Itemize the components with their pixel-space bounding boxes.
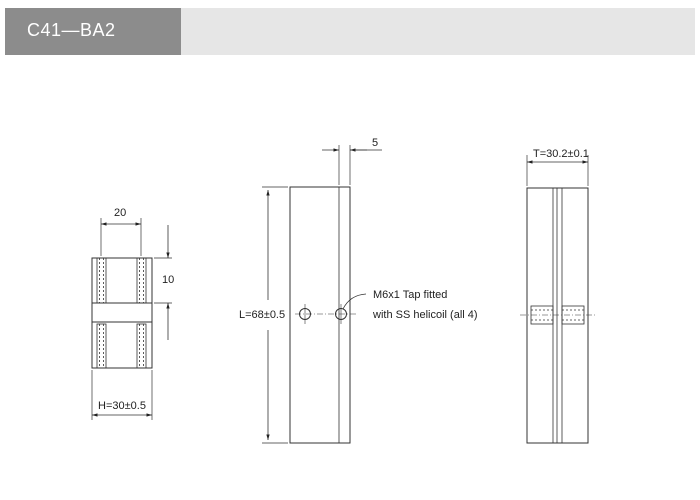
front-lower-block (91, 321, 153, 369)
end-view (520, 155, 596, 444)
front-upper-right-hole (136, 257, 147, 304)
front-upper-left-hole (96, 257, 107, 304)
front-view (91, 218, 172, 420)
title-tab: C41—BA2 (5, 8, 181, 55)
side-offset-label: 5 (372, 137, 378, 149)
callout-leader (342, 293, 367, 310)
end-block (526, 187, 589, 444)
front-bottom-width-label: H=30±0.5 (98, 400, 146, 412)
callout-line-2: with SS helicoil (all 4) (372, 309, 478, 321)
front-upper-block (91, 257, 153, 304)
front-lower-right-hole (136, 323, 147, 369)
end-thickness-label: T=30.2±0.1 (533, 148, 589, 160)
side-view (262, 145, 382, 444)
side-length-label: L=68±0.5 (239, 309, 285, 321)
side-block (289, 186, 351, 444)
front-top-width-label: 20 (114, 207, 126, 219)
front-side-height-label: 10 (162, 274, 174, 286)
part-number-title: C41—BA2 (27, 20, 116, 40)
callout-line-1: M6x1 Tap fitted (373, 289, 447, 301)
front-lower-left-hole (96, 323, 107, 369)
title-bar: C41—BA2 (5, 8, 695, 55)
